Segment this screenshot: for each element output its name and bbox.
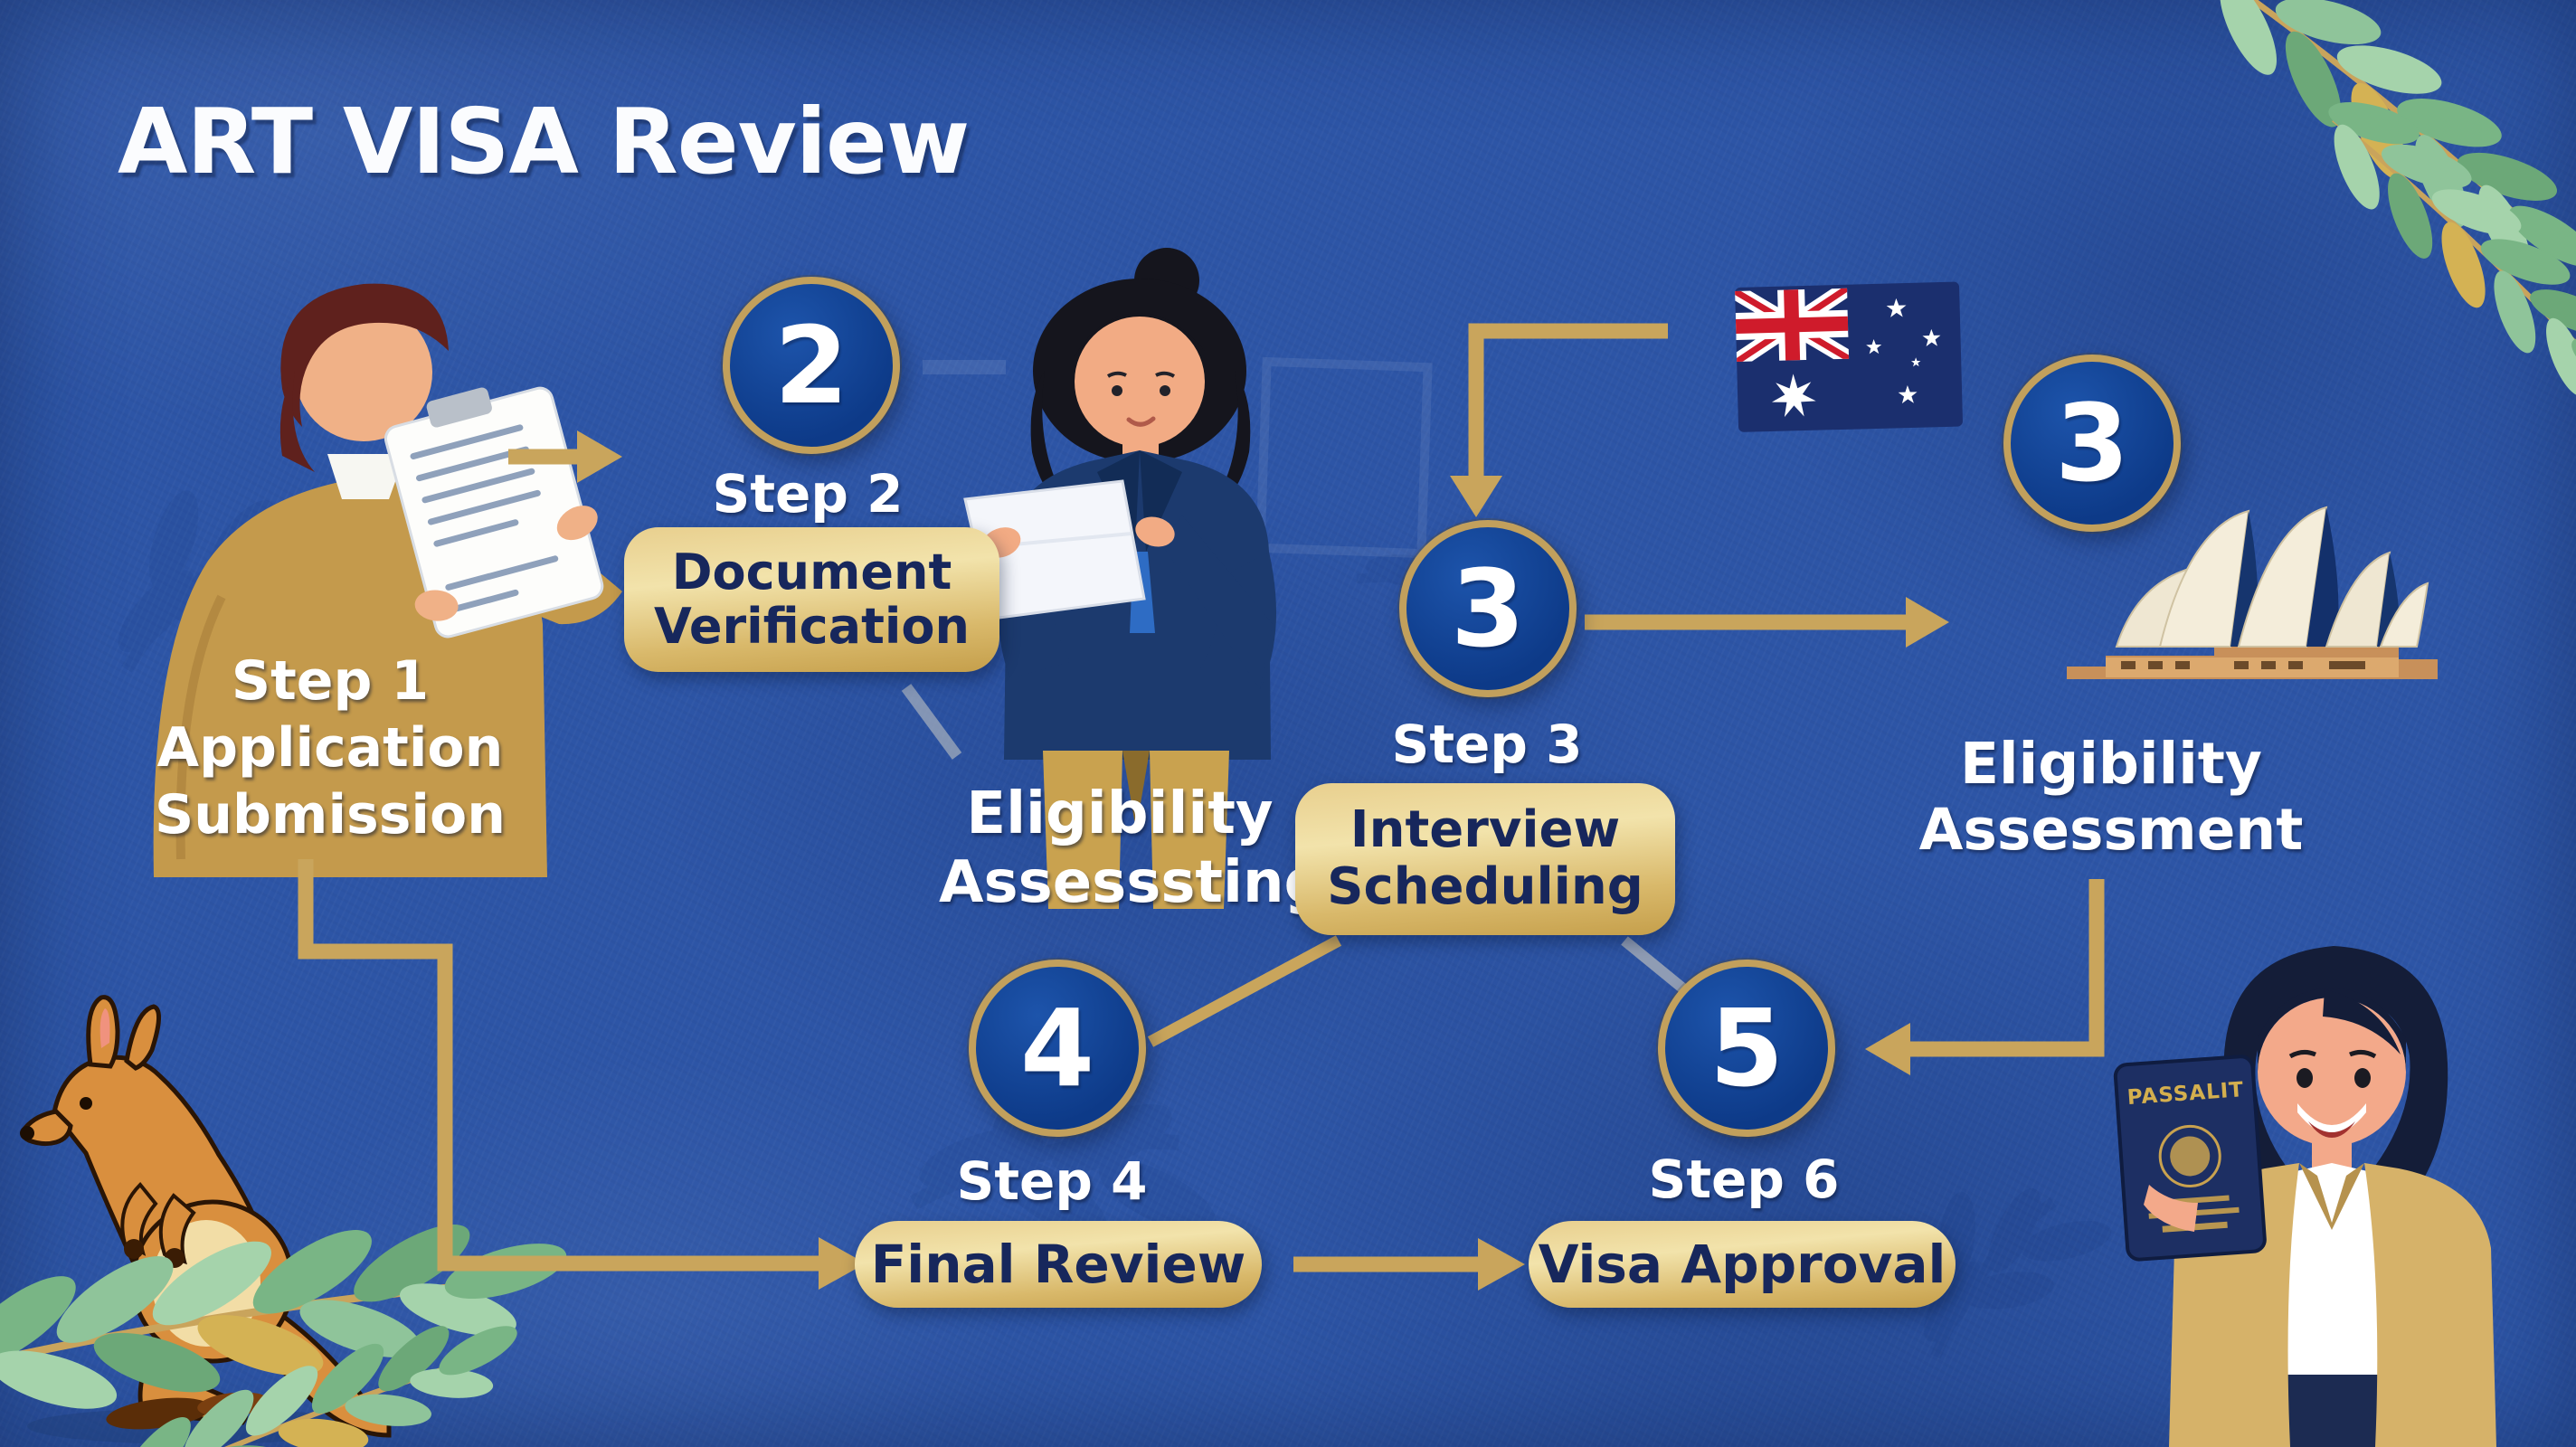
step2-pill: Document Verification xyxy=(624,527,999,672)
step4-label: Step 4 xyxy=(956,1150,1148,1212)
connector-step1-to-final-review xyxy=(298,859,821,1272)
arrowhead-step3-to-eligibility xyxy=(1906,597,1949,648)
arrowhead-step1-to-final-review xyxy=(819,1237,866,1290)
leaves-bottom-left xyxy=(0,1184,583,1447)
officer-face xyxy=(1075,317,1205,447)
step1-sublabel-line1: Application xyxy=(156,716,504,780)
man-collar xyxy=(327,454,405,499)
connector-top-to-step3 xyxy=(1468,323,1668,479)
connector-assessment-to-step5 xyxy=(1910,879,2105,1057)
step4-badge: 4 xyxy=(969,960,1146,1137)
step4-pill: Final Review xyxy=(855,1221,1262,1308)
traveler-blouse xyxy=(2268,1163,2395,1375)
traveler-face xyxy=(2258,998,2406,1146)
faint-tape-strip xyxy=(923,360,1006,374)
connector-interview-to-step4 xyxy=(1147,935,1342,1047)
arrowhead-top-to-step3 xyxy=(1450,476,1502,517)
arrowhead-step1-to-step2 xyxy=(577,430,622,483)
eligibility-line1: Eligibility xyxy=(1960,731,2262,797)
step1-sublabel-line2: Submission xyxy=(155,783,506,846)
page-title: ART VISA Review xyxy=(118,89,970,194)
assessing-line2: Assesssting xyxy=(939,849,1326,916)
step3-pill-line2: Scheduling xyxy=(1327,857,1643,916)
assessing-line1: Eligibility xyxy=(966,780,1274,847)
step2-label: Step 2 xyxy=(712,463,904,525)
step3-label: Step 3 xyxy=(1391,714,1583,775)
traveler-hair xyxy=(2223,946,2448,1188)
traveler-smile xyxy=(2297,1103,2366,1134)
arrowhead-assessment-to-step5 xyxy=(1865,1023,1910,1075)
flow-connectors xyxy=(298,323,2105,1291)
eligibility-badge: 3 xyxy=(2003,355,2181,532)
approved-traveler-illustration: PASSALIT xyxy=(2113,946,2496,1447)
step3-pill: Interview Scheduling xyxy=(1295,783,1675,935)
australia-flag-icon xyxy=(1735,281,1963,432)
step5-pill-text: Visa Approval xyxy=(1538,1233,1946,1295)
step2-badge: 2 xyxy=(723,277,900,454)
eligibility-number: 3 xyxy=(2054,381,2130,506)
officer-illustration xyxy=(963,248,1276,909)
traveler-blazer-right xyxy=(2364,1163,2496,1447)
man-hair xyxy=(280,283,449,427)
man-face xyxy=(295,304,432,441)
step1-label: Step 1 xyxy=(231,649,430,713)
eligibility-label-block: Eligibility Assessment xyxy=(1908,731,2315,863)
step2-number: 2 xyxy=(773,303,849,428)
step2-pill-line2: Verification xyxy=(654,598,970,655)
step3-number: 3 xyxy=(1450,546,1526,671)
connector-interview-to-step5 xyxy=(1621,936,1688,994)
step5-pill: Visa Approval xyxy=(1529,1221,1956,1308)
opera-house-illustration xyxy=(2067,506,2438,679)
step3-pill-line1: Interview xyxy=(1350,800,1621,860)
connector-docverif-diagonal xyxy=(901,684,962,760)
step4-number: 4 xyxy=(1019,986,1095,1111)
step5-label: Step 6 xyxy=(1648,1149,1840,1210)
step5-number: 5 xyxy=(1709,986,1785,1111)
step5-badge: 5 xyxy=(1658,960,1835,1137)
arrowhead-final-review-to-visa xyxy=(1478,1238,1525,1291)
leaves-top-right xyxy=(2164,0,2576,444)
officer-pants xyxy=(1043,751,1122,909)
step2-pill-line1: Document xyxy=(671,543,952,601)
step4-pill-text: Final Review xyxy=(870,1233,1246,1295)
step1-label-block: Step 1 Application Submission xyxy=(86,648,574,848)
step3-badge: 3 xyxy=(1399,520,1577,697)
eligibility-line2: Assessment xyxy=(1918,797,2304,863)
assessing-label-block: Eligibility Assesssting xyxy=(939,780,1326,917)
